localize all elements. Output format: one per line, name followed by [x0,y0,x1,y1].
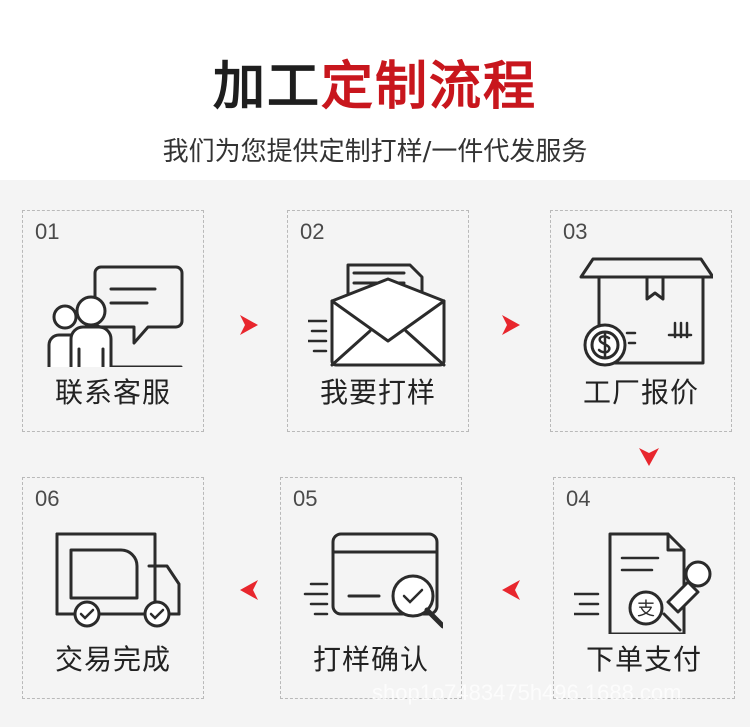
step-label: 工厂报价 [582,376,699,409]
arrow-down-icon [639,448,659,466]
arrow-left-icon [502,580,520,600]
step-number: 01 [35,219,60,244]
step-label: 打样确认 [312,643,429,676]
step-label: 下单支付 [585,643,702,676]
step-number: 02 [300,219,325,244]
step-label: 我要打样 [319,376,436,409]
arrow-left-icon [240,580,258,600]
step-card-03: 03 工厂报价 [550,210,732,432]
step-card-05: 05 打样确认 [280,477,462,699]
title-red: 定制流程 [321,56,538,117]
step-number: 03 [563,219,588,244]
step-card-04: 04 支 下单支付 [553,477,735,699]
title-black: 加工 [212,56,321,117]
watermark-text: shop1o7483475h496.1688.com [372,680,682,705]
step-label: 联系客服 [54,376,171,409]
page-title: 加工定制流程 [0,52,750,122]
step-number: 06 [35,486,60,511]
step-card-02: 02 我要打样 [287,210,469,432]
delivery-truck-icon [43,516,185,634]
step-number: 04 [566,486,591,511]
step-card-01: 01 联系客服 [22,210,204,432]
step-label: 交易完成 [54,643,171,676]
box-price-icon [571,249,715,367]
arrow-right-icon [502,315,520,335]
customer-service-icon [43,249,185,369]
card-check-icon [301,516,446,634]
payment-stamp-icon: 支 [572,516,716,636]
page-subtitle: 我们为您提供定制打样/一件代发服务 [162,137,588,167]
svg-text:支: 支 [637,599,655,620]
envelope-icon [306,249,450,367]
step-card-06: 06 交易完成 [22,477,204,699]
step-number: 05 [293,486,318,511]
process-panel: 01 联系客服 02 我要 [0,180,750,727]
arrow-right-icon [240,315,258,335]
